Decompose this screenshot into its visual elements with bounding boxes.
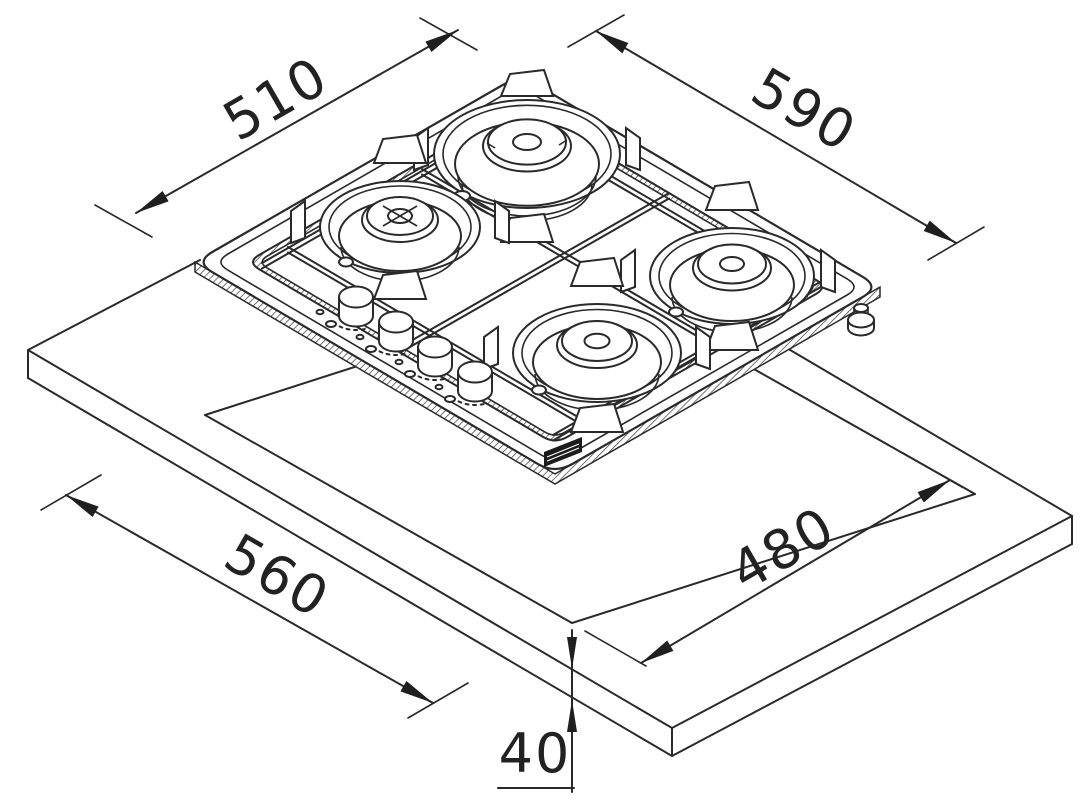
- extension-line: [40, 474, 469, 719]
- arrowhead: [917, 480, 950, 503]
- pan-support-fins: [483, 256, 711, 433]
- burner-back-right: [620, 180, 836, 351]
- arrowhead: [567, 700, 577, 732]
- arrowhead: [596, 31, 629, 54]
- brand-logo-block: [544, 437, 582, 467]
- grid-bar: [401, 192, 670, 353]
- ignition-electrode: [668, 306, 684, 318]
- knob-2: [355, 310, 414, 356]
- gas-connection-foot: [847, 303, 875, 337]
- arrowhead: [400, 681, 433, 703]
- worktop-corner-edges: [27, 349, 1073, 757]
- burner-front-left: [290, 133, 510, 300]
- worktop-back-right-edge: [779, 343, 1073, 517]
- dimension-worktop-thickness: 40: [497, 629, 577, 793]
- arrowhead: [136, 191, 169, 213]
- control-knobs: [315, 285, 493, 406]
- dimension-label-480: 480: [720, 494, 846, 603]
- pan-support-fins: [620, 180, 836, 351]
- dimension-cutout-depth: 480: [584, 451, 963, 667]
- extension-line: [584, 451, 963, 667]
- pan-support-fins: [290, 133, 510, 300]
- gas-hob: [194, 68, 881, 485]
- knob-3: [394, 335, 453, 381]
- knob-4: [434, 360, 493, 406]
- dimension-label-40: 40: [499, 722, 572, 785]
- burner-front-right: [483, 256, 711, 433]
- arrowhead: [923, 220, 956, 243]
- arrowhead: [66, 495, 99, 517]
- ignition-electrode: [338, 256, 354, 268]
- burner-back-left: [413, 68, 641, 243]
- burner-cap-cross: [382, 205, 418, 227]
- arrowhead: [425, 30, 458, 52]
- arrowhead: [641, 640, 674, 663]
- knob-1: [315, 285, 374, 331]
- worktop-slab: [27, 259, 1073, 758]
- cutout-front-edges: [204, 414, 976, 625]
- hob-side-band-hatched: [194, 260, 881, 485]
- ignition-electrode: [531, 384, 547, 396]
- dimension-label-590: 590: [741, 55, 867, 164]
- dimension-label-510: 510: [213, 44, 339, 153]
- arrowhead: [567, 637, 577, 669]
- cutout-back-left-edge: [204, 362, 368, 416]
- worktop-back-left-edge: [27, 259, 201, 351]
